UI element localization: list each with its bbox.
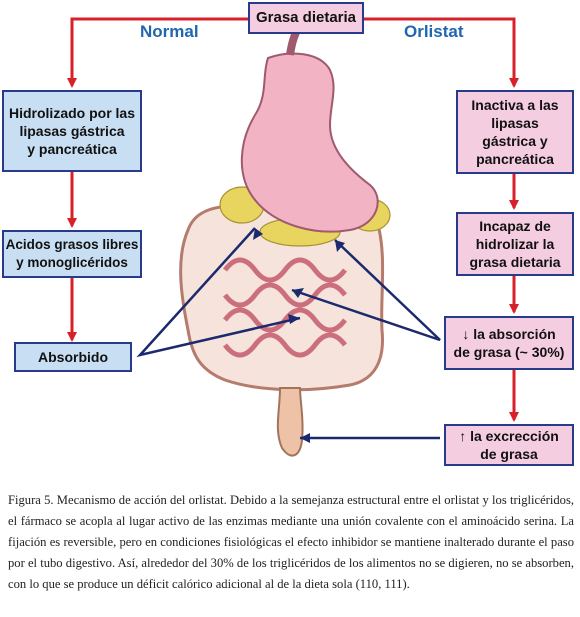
stomach	[240, 52, 379, 233]
box-normal-absorbed: Absorbido	[14, 342, 132, 372]
header-orlistat: Orlistat	[404, 22, 464, 41]
pointer-lines	[136, 227, 441, 440]
box-orlistat-unable: Incapaz de hidrolizar la grasa dietaria	[456, 212, 574, 276]
box-grasa-dietaria: Grasa dietaria	[248, 2, 364, 34]
box-normal-hydrolyzed: Hidrolizado por las lipasas gástrica y p…	[2, 90, 142, 172]
flow-arrows	[67, 17, 519, 422]
small-intestine	[223, 257, 347, 358]
arrow-top-to-normal	[67, 17, 248, 88]
header-normal: Normal	[140, 22, 199, 41]
digestive-tract-illustration	[179, 19, 391, 457]
box-orlistat-increased-excretion: ↑ la excrección de grasa	[444, 424, 574, 466]
box-orlistat-inactivates: Inactiva a las lipasas gástrica y pancre…	[456, 90, 574, 174]
pointer-absorbido	[136, 227, 301, 358]
box-normal-fatty-acids: Acidos grasos libres y monoglicéridos	[2, 230, 142, 278]
box-orlistat-reduced-absorption: ↓ la absorción de grasa (~ 30%)	[444, 316, 574, 370]
pointer-heads	[253, 228, 345, 443]
arrow-top-to-orlistat	[362, 17, 519, 88]
rectum	[276, 387, 304, 457]
pointer-reduced-absorption	[291, 239, 441, 342]
figure-caption: Figura 5. Mecanismo de acción del orlist…	[8, 493, 574, 591]
